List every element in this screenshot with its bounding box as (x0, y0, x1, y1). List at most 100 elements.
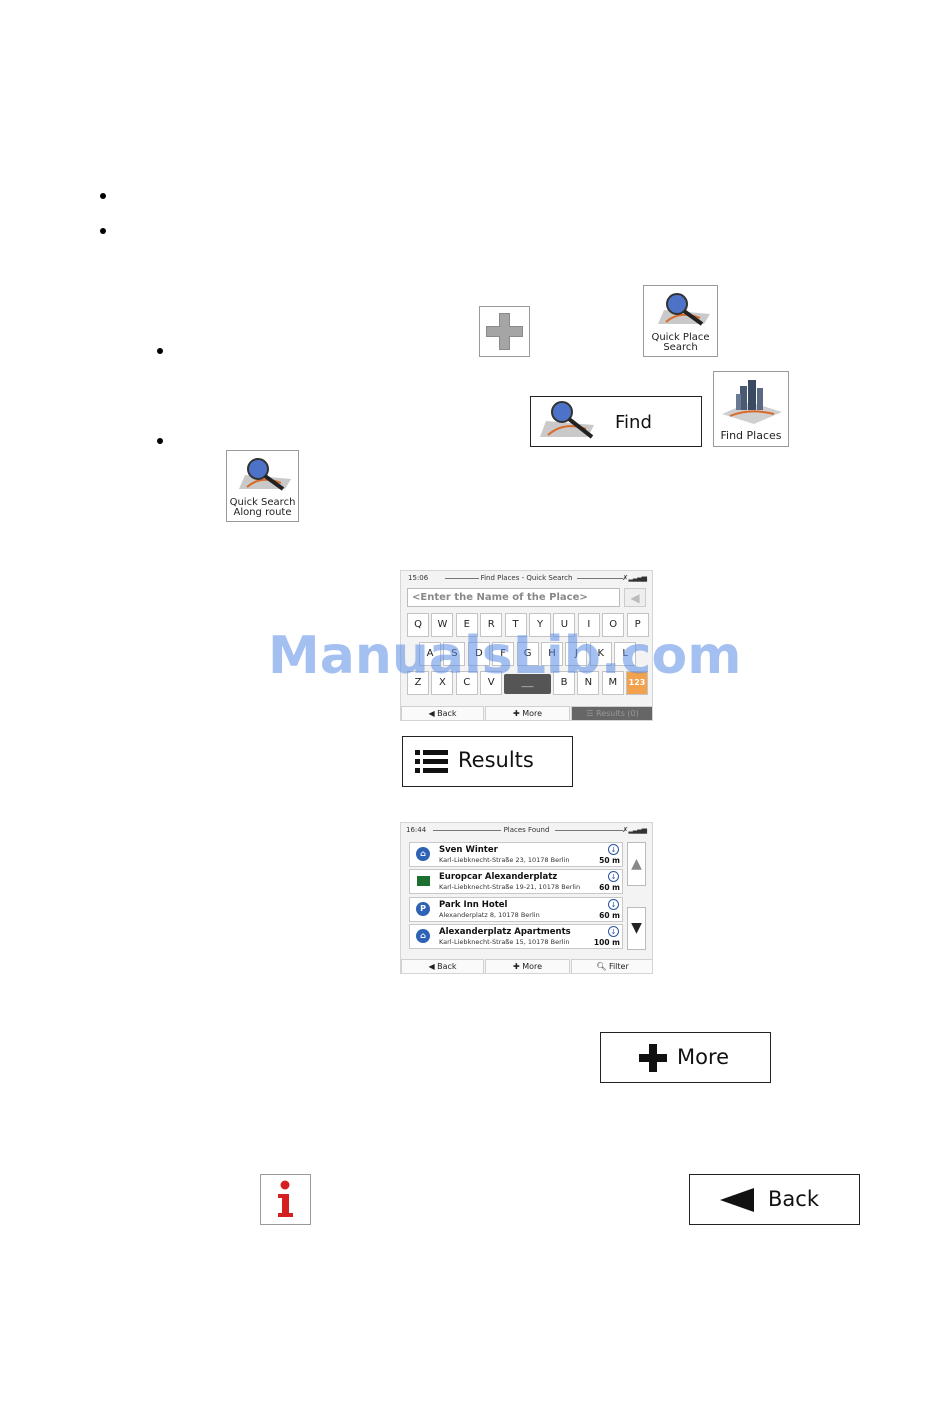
key-w[interactable]: W (431, 613, 454, 637)
result-distance: 60 m (599, 910, 620, 920)
key-b[interactable]: B (553, 671, 575, 695)
result-address: Karl-Liebknecht-Straße 23, 10178 Berlin (439, 856, 570, 864)
magnifier-map-icon (239, 458, 291, 491)
status-bar: 15:06 Find Places - Quick Search ✗ ▂▃▄▅ (401, 571, 652, 585)
list-icon (415, 750, 448, 773)
more-button[interactable]: ✚ More (485, 959, 570, 973)
parking-icon: P (416, 901, 430, 916)
key-q[interactable]: Q (407, 613, 429, 637)
magnifier-map-icon (658, 293, 710, 326)
results-button-large[interactable]: Results (402, 736, 573, 787)
quick-search-along-route-button[interactable]: Quick Search Along route (226, 450, 299, 522)
key-n[interactable]: N (577, 671, 600, 695)
space-key[interactable]: ___ (504, 674, 551, 694)
direction-icon: ↓ (608, 844, 619, 855)
filter-button[interactable]: 🔍︎ Filter (571, 959, 652, 973)
info-icon (278, 1180, 293, 1217)
info-icon-box[interactable] (260, 1174, 311, 1225)
direction-icon: ↓ (608, 898, 619, 910)
key-h[interactable]: H (541, 642, 563, 666)
result-distance: 50 m (599, 856, 620, 865)
signal-icon: ✗ ▂▃▄▅ (622, 574, 647, 582)
key-x[interactable]: X (431, 671, 454, 695)
quick-place-search-label-1: Quick Place (651, 332, 710, 343)
results-button[interactable]: ☰ Results (0) (571, 706, 652, 720)
key-g[interactable]: G (516, 642, 539, 666)
key-m[interactable]: M (601, 671, 624, 695)
bullet-1 (100, 193, 106, 199)
key-d[interactable]: D (467, 642, 490, 666)
result-name: Sven Winter (439, 845, 498, 855)
search-icon: 🔍︎ (596, 962, 607, 971)
direction-icon: ↓ (608, 871, 619, 883)
key-o[interactable]: O (602, 613, 625, 637)
key-j[interactable]: J (565, 642, 588, 666)
quick-search-screen: 15:06 Find Places - Quick Search ✗ ▂▃▄▅ … (400, 570, 653, 721)
key-s[interactable]: S (443, 642, 466, 666)
watermark: ManualsLib.com (268, 626, 742, 686)
find-button[interactable]: Find (530, 396, 702, 447)
key-f[interactable]: F (492, 642, 515, 666)
result-name: Park Inn Hotel (439, 899, 508, 910)
scroll-down-button[interactable]: ▼ (627, 907, 646, 950)
find-places-button[interactable]: Find Places (713, 371, 789, 447)
place-pin-icon: ⌂ (416, 847, 430, 861)
results-label: Results (458, 748, 534, 772)
quick-search-along-route-label-1: Quick Search (229, 497, 296, 508)
screen-title: Places Found (503, 826, 550, 834)
bottom-bar: ◀ Back ✚ More 🔍︎ Filter (401, 959, 652, 973)
back-button-large[interactable]: Back (689, 1174, 860, 1225)
numeric-key[interactable]: 123 (626, 671, 648, 695)
key-y[interactable]: Y (529, 613, 551, 637)
direction-icon: ↓ (608, 925, 619, 937)
quick-place-search-label-2: Search (663, 342, 698, 353)
result-address: Karl-Liebknecht-Straße 19-21, 10178 Berl… (439, 883, 581, 892)
status-bar: 16:44 Places Found ✗ ▂▃▄▅ (401, 823, 652, 837)
bullet-3 (157, 348, 163, 354)
plus-icon (486, 313, 523, 350)
back-button[interactable]: ◀ Back (401, 706, 484, 720)
result-address: Alexanderplatz 8, 10178 Berlin (439, 910, 540, 919)
place-name-input[interactable]: <Enter the Name of the Place> (407, 588, 620, 607)
more-label: More (677, 1045, 730, 1069)
key-a[interactable]: A (419, 642, 441, 666)
back-button[interactable]: ◀ Back (401, 959, 484, 973)
key-i[interactable]: I (577, 613, 600, 637)
result-distance: 60 m (599, 883, 620, 893)
key-l[interactable]: L (614, 642, 637, 666)
scroll-up-button[interactable]: ▲ (627, 842, 646, 886)
screen-title: Find Places - Quick Search (480, 574, 573, 582)
key-t[interactable]: T (504, 613, 527, 637)
bottom-bar: ◀ Back ✚ More ☰ Results (0) (401, 706, 652, 720)
key-k[interactable]: K (589, 642, 612, 666)
find-places-label: Find Places (720, 429, 782, 442)
key-v[interactable]: V (480, 671, 503, 695)
key-c[interactable]: C (455, 671, 478, 695)
find-label: Find (615, 412, 652, 433)
quick-place-search-button[interactable]: Quick Place Search (643, 285, 718, 357)
clock: 15:06 (408, 574, 429, 582)
key-p[interactable]: P (626, 613, 649, 637)
result-distance: 100 m (593, 937, 620, 947)
backspace-icon[interactable]: ◀ (624, 588, 646, 607)
key-z[interactable]: Z (407, 671, 429, 695)
car-rental-icon (417, 876, 430, 887)
result-address: Karl-Liebknecht-Straße 15, 10178 Berlin (439, 937, 570, 946)
signal-icon: ✗ ▂▃▄▅ (622, 826, 647, 834)
back-arrow-icon (720, 1188, 754, 1212)
result-name: Alexanderplatz Apartments (439, 926, 571, 937)
key-e[interactable]: E (455, 613, 478, 637)
more-button[interactable]: ✚ More (485, 706, 570, 720)
more-button-large[interactable]: More (600, 1032, 771, 1083)
clock: 16:44 (406, 826, 427, 834)
back-label: Back (768, 1187, 819, 1211)
plus-icon-box[interactable] (479, 306, 530, 357)
quick-search-along-route-label-2: Along route (233, 507, 292, 518)
key-r[interactable]: R (480, 613, 503, 637)
key-u[interactable]: U (553, 613, 576, 637)
